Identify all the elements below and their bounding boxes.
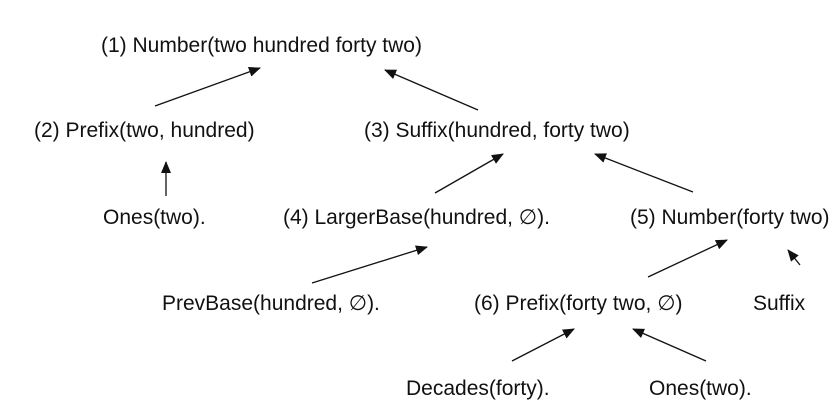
- edge-n3-to-n1: [384, 69, 479, 111]
- node-decades: Decades(forty).: [406, 377, 550, 400]
- edge-ones-two-b-to-n6: [632, 328, 707, 362]
- edge-n5-to-n3: [594, 153, 694, 193]
- edge-n2-to-n1: [154, 67, 261, 107]
- node-ones-two-b: Ones(two).: [649, 377, 752, 400]
- edge-prevbase-to-n4: [311, 245, 428, 284]
- edge-n6-to-n5: [647, 239, 728, 278]
- tree-edges: [154, 67, 801, 362]
- node-5-number: (5) Number(forty two): [630, 206, 830, 229]
- node-3-suffix: (3) Suffix(hundred, forty two): [364, 119, 630, 142]
- node-6-prefix: (6) Prefix(forty two, ∅): [474, 292, 683, 315]
- node-ones-two: Ones(two).: [103, 206, 206, 229]
- node-prevbase: PrevBase(hundred, ∅).: [162, 292, 380, 315]
- node-suffix-partial: Suffix: [753, 292, 806, 315]
- node-2-prefix: (2) Prefix(two, hundred): [34, 119, 255, 142]
- node-4-largerbase: (4) LargerBase(hundred, ∅).: [283, 206, 550, 229]
- node-1-number: (1) Number(two hundred forty two): [101, 34, 422, 57]
- edge-suffix-to-n5: [787, 249, 801, 266]
- edge-decades-to-n6: [511, 328, 575, 362]
- edge-n4-to-n3: [434, 153, 504, 194]
- derivation-tree: (1) Number(two hundred forty two) (2) Pr…: [34, 34, 830, 400]
